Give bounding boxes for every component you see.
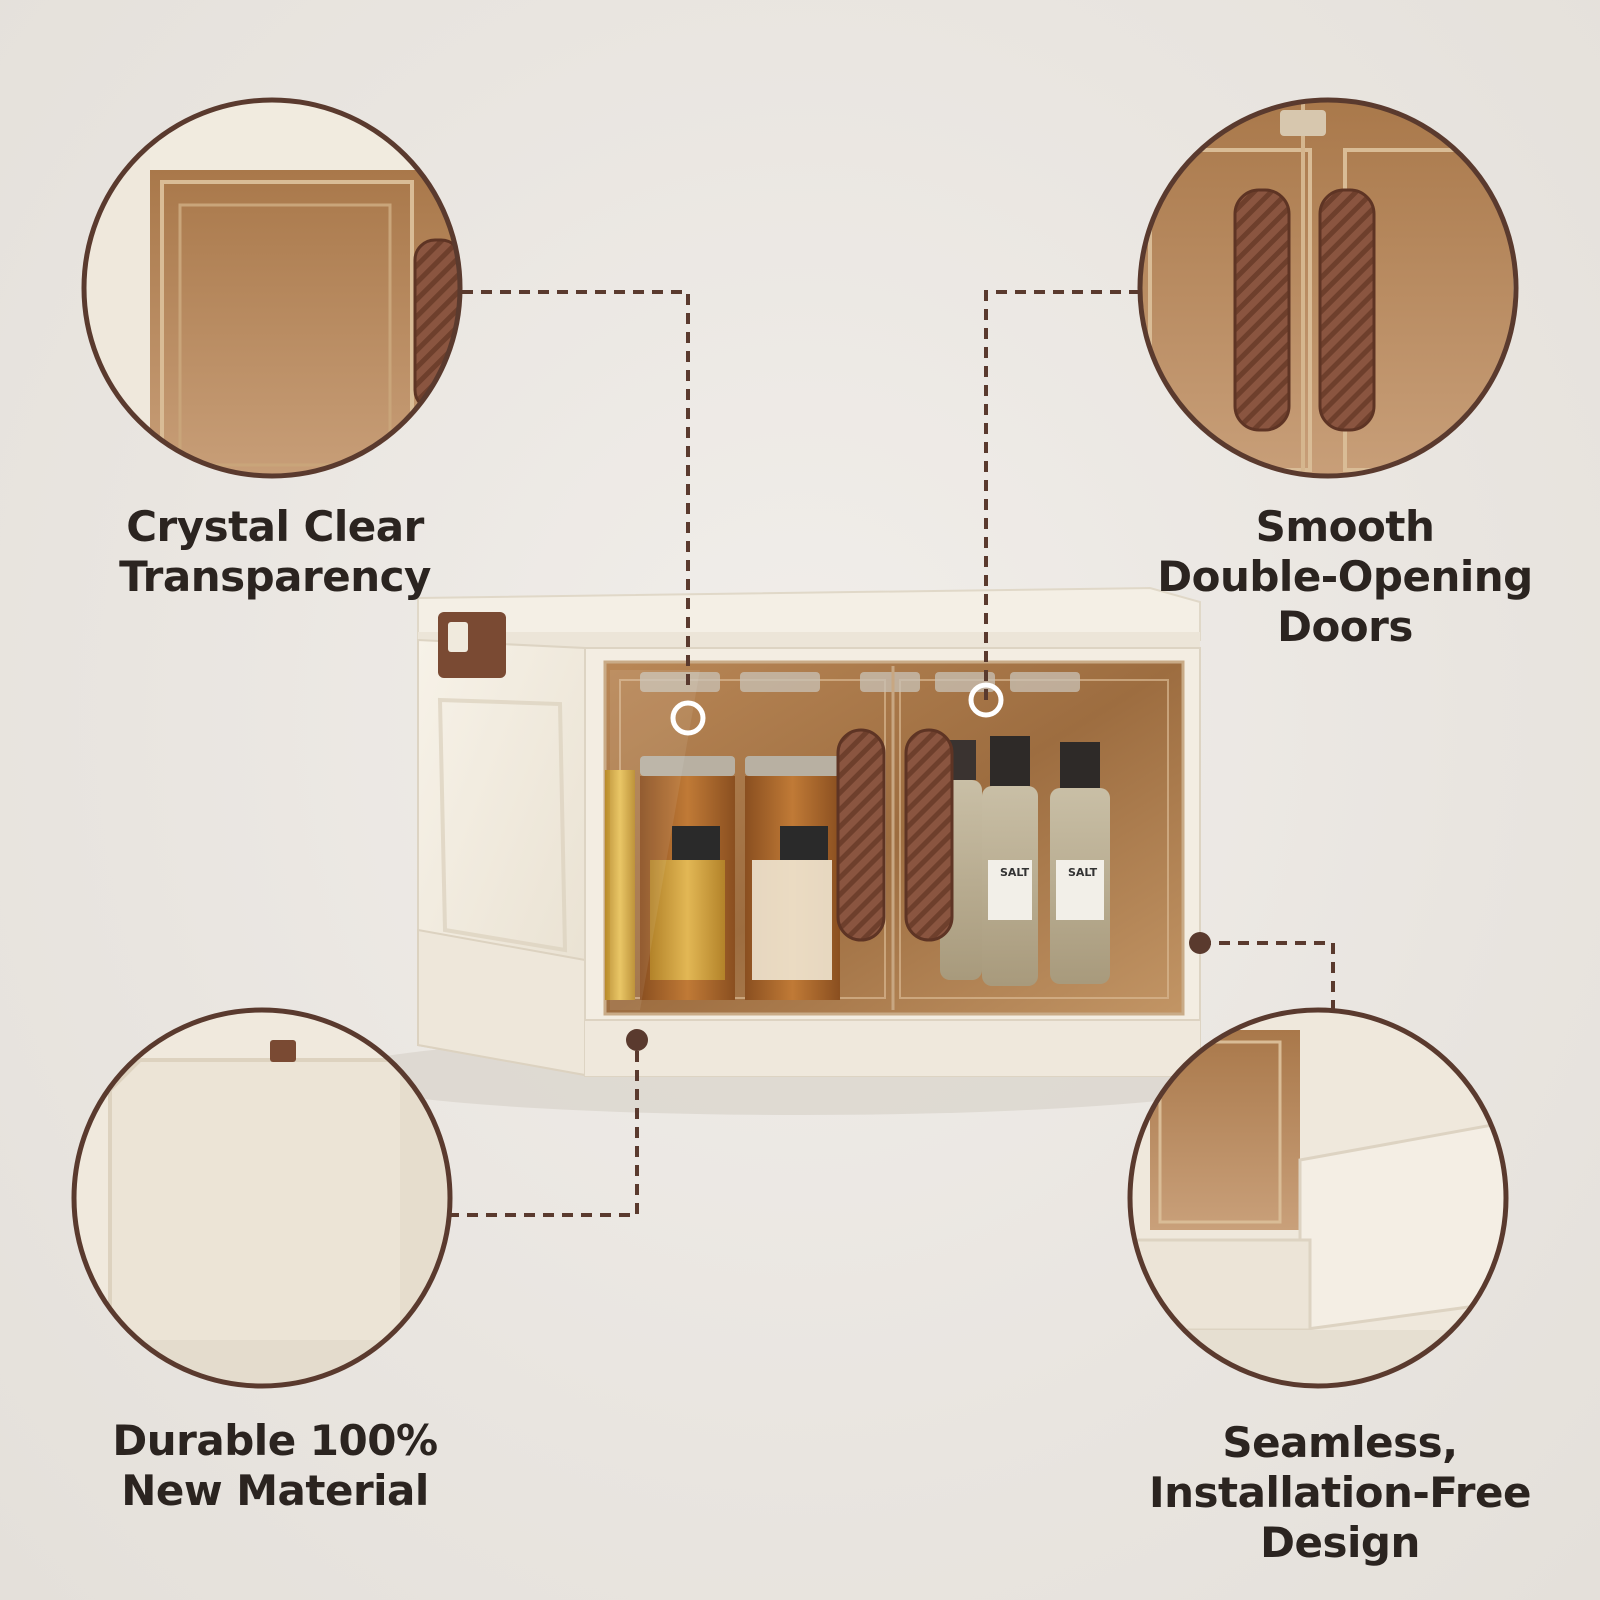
back-row-jars [640,672,1080,692]
dot-doors [968,682,1004,718]
leader-line-doors [984,290,1140,700]
honey-jars [605,756,840,1000]
caption-line: Crystal Clear [126,502,424,551]
caption-line: Durable 100% [112,1416,438,1465]
storage-cabinet: SALT SALT [417,586,1201,1077]
front-base-strip [585,1020,1200,1076]
caption-line: Doors [1277,602,1413,651]
caption-line: Seamless, [1222,1418,1458,1467]
caption-line: New Material [121,1466,429,1515]
salt-label-2: SALT [1068,866,1098,879]
side-panel-emboss [437,697,568,953]
salt-labels: SALT SALT [1000,866,1098,879]
spice-grinders [940,736,1110,986]
caption-material: Durable 100% New Material [90,1416,460,1516]
lid-edge [418,632,1200,648]
caption-line: Installation-Free [1149,1468,1531,1517]
caption-transparency: Crystal Clear Transparency [90,502,460,602]
leader-line-design [1200,941,1335,1020]
leader-lines [448,290,1335,1217]
door-handles [836,666,954,1010]
caption-doors: Smooth Double-Opening Doors [1140,502,1550,652]
salt-label-1: SALT [1000,866,1030,879]
dot-design [1189,932,1211,954]
caption-line: Design [1260,1518,1420,1567]
side-handle-slot [448,622,468,652]
leader-line-material [448,1040,639,1217]
glass-glare [610,670,700,1010]
zoom-circle-transparency [81,97,463,479]
caption-line: Transparency [119,552,431,601]
zoom-circle-doors [1137,97,1519,479]
caption-line: Double-Opening [1157,552,1533,601]
dot-material [626,1029,648,1051]
caption-design: Seamless, Installation-Free Design [1130,1418,1550,1568]
caption-line: Smooth [1255,502,1435,551]
callout-dots [626,682,1211,1051]
dot-transparency [670,700,706,736]
